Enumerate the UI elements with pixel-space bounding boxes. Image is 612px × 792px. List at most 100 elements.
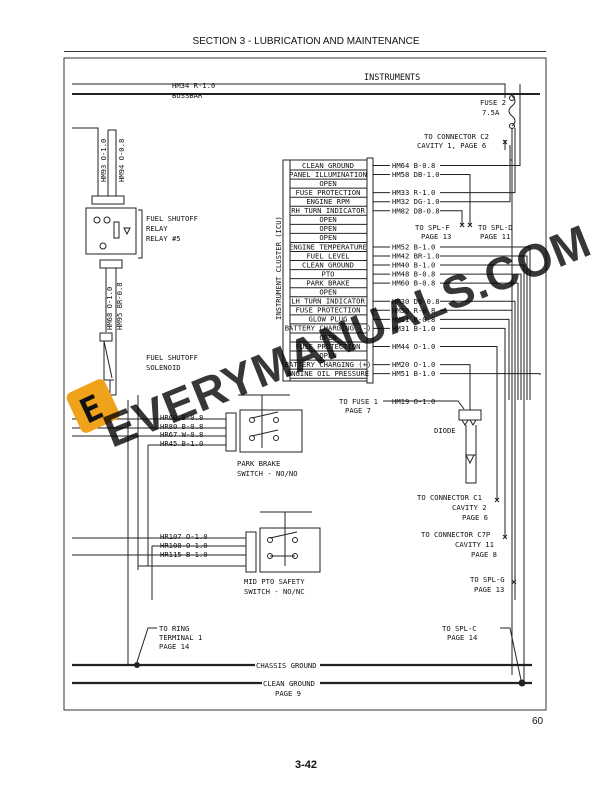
park-brake-line2: SWITCH - NO/NO: [237, 469, 298, 478]
mid-pto-actuator: [260, 511, 312, 566]
instruments-title: INSTRUMENTS: [364, 73, 420, 83]
icu-pin-label: OPEN: [319, 233, 336, 242]
watermark-logo: [66, 379, 120, 433]
hm93-label: HM93 O-1.0: [99, 139, 108, 182]
icu-pin-label: OPEN: [319, 179, 336, 188]
hm95-label: HM95 BR-0.8: [115, 282, 124, 330]
relay-line3: RELAY #5: [146, 234, 181, 243]
icu-pin-label: RH TURN INDICATOR: [291, 206, 365, 215]
icu-pin-label: GLOW PLUG: [309, 315, 348, 324]
to-c1-line1: TO CONNECTOR C1: [417, 493, 482, 502]
icu-pin-label: CLEAN GROUND: [302, 161, 354, 170]
diode-label: DIODE: [434, 426, 456, 435]
icu-pin-label: OPEN: [319, 333, 336, 342]
diode-connector: [458, 409, 482, 421]
relay-contact: [93, 216, 101, 224]
icu-wire-label: HM40 B-1.0: [392, 261, 435, 270]
diode-pins: [461, 419, 477, 426]
icu-pin-label: FUSE PROTECTION: [296, 188, 361, 197]
icu-wire-label: HM31 B-1.0: [392, 324, 435, 333]
spl-d-line1: TO SPL-D: [478, 223, 513, 232]
fuse-2-symbol: [508, 95, 516, 127]
fuel-shutoff-solenoid: [103, 340, 114, 381]
ring-line1: TO RING: [159, 624, 189, 633]
to-c7p-line1: TO CONNECTOR C7P: [421, 530, 490, 539]
to-c7p-line2: CAVITY 11: [455, 540, 494, 549]
hm19-label: HM19 O-1.0: [392, 397, 435, 406]
icu-wire: [373, 264, 525, 683]
relay-connector-bottom: [99, 259, 123, 269]
icu-pin-label: BATTERY CHARGING (-): [285, 324, 372, 333]
icu-wire-label: HM48 B-0.8: [392, 270, 435, 279]
icu-wire-label: HM30 DB-0.8: [392, 297, 440, 306]
bussbar-label: BUSSBAR: [172, 91, 203, 100]
hm93-wire: [72, 127, 99, 196]
mid-pto-line1: MID PTO SAFETY: [244, 577, 305, 586]
fuel-shutoff-relay: [85, 207, 137, 255]
chassis-ground-label: CHASSIS GROUND: [256, 661, 317, 670]
mid-pto-switch: [259, 527, 321, 573]
splice-mark-icon: [502, 139, 508, 145]
icu-wire-label: HM42 BR-1.0: [392, 252, 440, 261]
park-brake-wire-label: HR80 B-0.8: [160, 422, 203, 431]
to-c1-line3: PAGE 6: [462, 513, 488, 522]
switch-contact: [273, 435, 279, 441]
fuse1-line1: TO FUSE 1: [339, 397, 378, 406]
splice-mark-icon: [459, 222, 465, 228]
hm34-wire: [72, 83, 506, 98]
relay-contact: [99, 242, 107, 250]
park-brake-wire-label: HR45 B-1.0: [160, 439, 203, 448]
icu-pin-label: OPEN: [319, 351, 336, 360]
icu-pin-label: PTO: [322, 269, 335, 278]
icu-wire: [373, 282, 519, 400]
icu-pin-label: PANEL ILLUMINATION: [289, 170, 367, 179]
hm94-wire: [107, 129, 117, 196]
fuse-rating: 7.5A: [482, 108, 500, 117]
hm94-label: HM94 O-0.8: [117, 139, 126, 182]
spl-c-line1: TO SPL-C: [442, 624, 477, 633]
splice-mark-icon: [511, 579, 517, 585]
icu-pin-label: OPEN: [319, 224, 336, 233]
park-brake-line1: PARK BRAKE: [237, 459, 280, 468]
to-c7p-line3: PAGE 8: [471, 550, 497, 559]
relay-diode-icon: [123, 227, 131, 236]
icu-wire: [373, 273, 522, 400]
icu-pin-label: FUSE PROTECTION: [296, 342, 361, 351]
switch-contact: [292, 537, 298, 543]
icu-pin-label: FUSE PROTECTION: [296, 306, 361, 315]
left-drops: [127, 395, 139, 665]
switch-contact: [249, 417, 255, 423]
spl-c-leader: [500, 627, 522, 681]
icu-label: INSTRUMENT CLUSTER (ICU): [274, 216, 283, 320]
icu-wire: [373, 300, 516, 600]
park-brake-connector: [225, 412, 237, 452]
icu-pin-label: ENGINE RPM: [306, 197, 350, 206]
icu-wire-label: HM82 DB-0.8: [392, 206, 440, 215]
hm19-wire: [383, 400, 465, 410]
icu-wire: [373, 145, 511, 203]
to-c1-line2: CAVITY 2: [452, 503, 487, 512]
icu-wire-label: HM32 DG-1.0: [392, 197, 440, 206]
icu-wire-label: HM64 B-0.8: [392, 161, 435, 170]
icu-pin-label: BATTERY CHARGING (+): [285, 360, 372, 369]
mid-pto-connector: [245, 531, 257, 573]
icu-pin-label: ENGINE OIL PRESSURE: [287, 369, 369, 378]
relay-contact: [103, 216, 111, 224]
fuse1-line2: PAGE 7: [345, 406, 371, 415]
park-brake-wire-label: HR67 W-0.8: [160, 430, 203, 439]
icu-wire: [373, 364, 471, 410]
switch-contact: [267, 537, 273, 543]
solenoid-connector: [99, 332, 113, 342]
icu-wire: [373, 210, 463, 225]
icu-wire: [373, 246, 531, 400]
icu-wire: [373, 255, 528, 400]
icu-wire: [373, 174, 471, 225]
icu-wire: [373, 309, 513, 400]
section-page-number: 3-42: [294, 759, 318, 771]
spl-g-line2: PAGE 13: [474, 585, 504, 594]
park-brake-wires: [72, 418, 226, 566]
diagram-frame: [63, 57, 547, 711]
icu-wire-label: HM20 O-1.0: [392, 360, 435, 369]
